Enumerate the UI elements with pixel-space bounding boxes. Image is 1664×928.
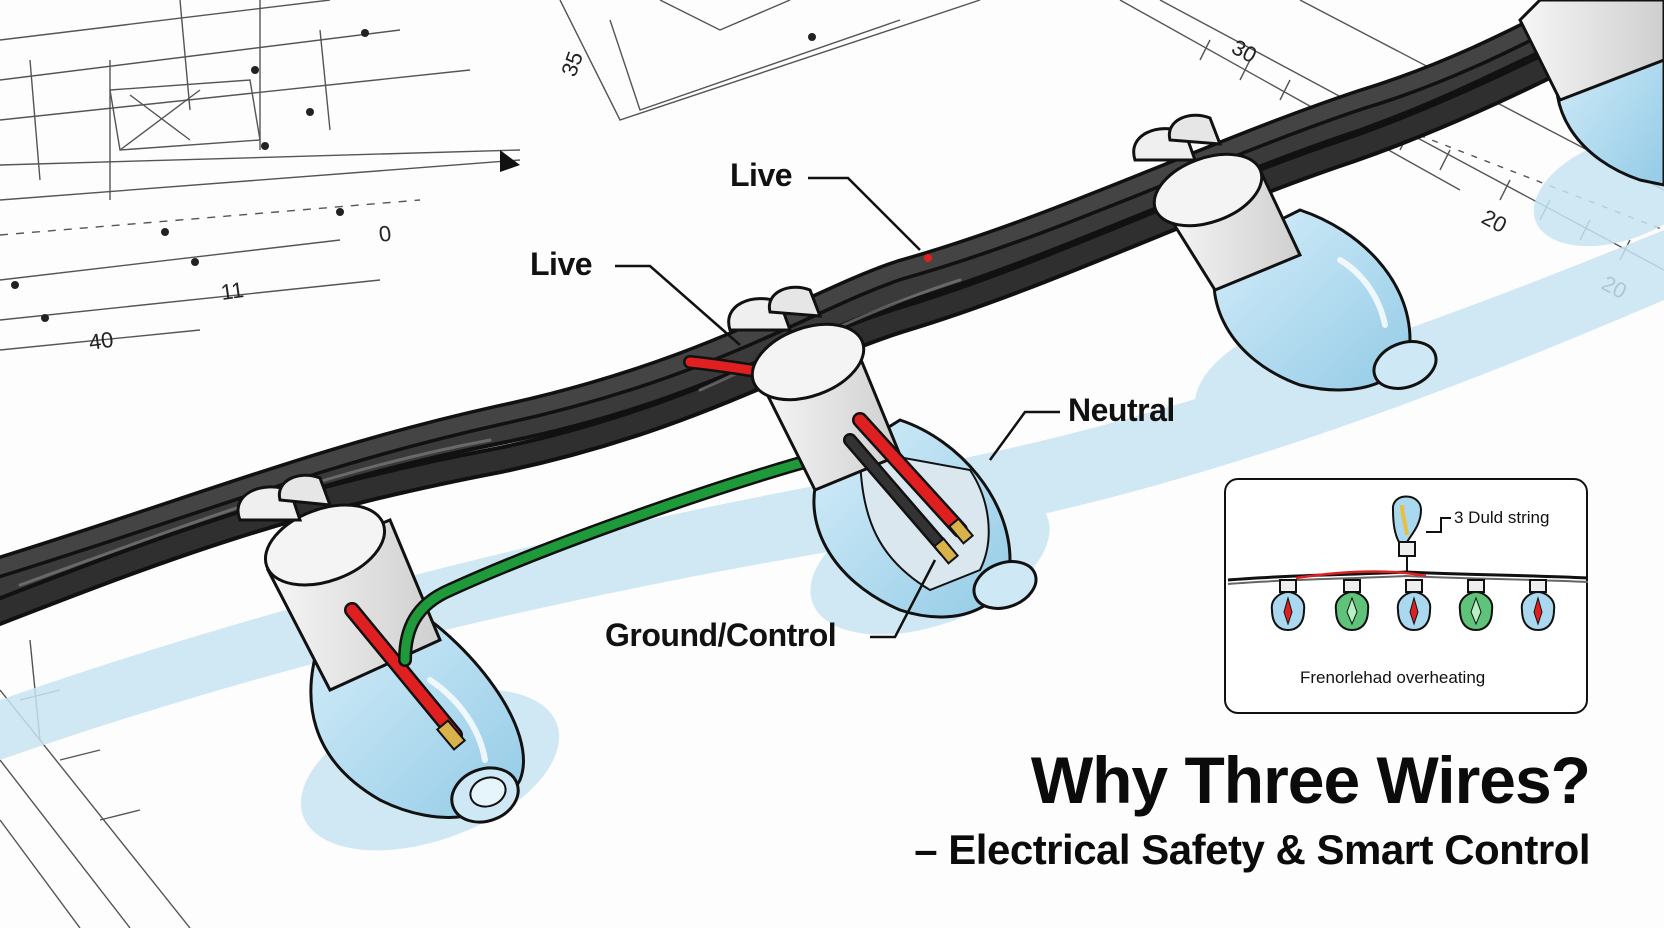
bulb-4-partial bbox=[1518, 0, 1664, 187]
label-ground-control: Ground/Control bbox=[605, 617, 837, 653]
blueprint-mark-20-a: 20 bbox=[1478, 204, 1511, 238]
bulb-1 bbox=[236, 473, 525, 824]
inset-bulb-row bbox=[1270, 579, 1556, 632]
label-neutral: Neutral bbox=[1068, 392, 1175, 428]
label-live-mid: Live bbox=[530, 246, 593, 282]
blueprint-dots-right bbox=[808, 33, 816, 41]
label-live-top: Live bbox=[730, 157, 793, 193]
inset-top-bulb bbox=[1391, 495, 1423, 572]
blueprint-mark-11: 11 bbox=[219, 277, 245, 305]
headline-title: Why Three Wires? bbox=[1030, 743, 1591, 817]
inset-string-illustration bbox=[1227, 495, 1589, 632]
blueprint-mark-0: 0 bbox=[377, 220, 393, 246]
bulb-3 bbox=[1132, 113, 1438, 392]
callout-leaders bbox=[615, 176, 1060, 639]
inset-leader bbox=[1426, 517, 1451, 533]
live-wire-dot bbox=[924, 254, 932, 262]
blueprint-mark-40: 40 bbox=[87, 327, 115, 355]
inset-panel-bulb-string: 3 Duld string Frenorlehad overheating bbox=[1224, 478, 1589, 714]
blueprint-dots-left bbox=[11, 29, 369, 322]
bulb-2-cutaway bbox=[727, 285, 1038, 619]
blueprint-drawing-left bbox=[0, 0, 521, 351]
blueprint-mark-35: 35 bbox=[556, 48, 588, 80]
inset-caption: Frenorlehad overheating bbox=[1300, 668, 1486, 687]
blueprint-arrow-marker bbox=[500, 150, 520, 172]
inset-label: 3 Duld string bbox=[1454, 508, 1550, 527]
headline-subtitle: – Electrical Safety & Smart Control bbox=[914, 826, 1590, 873]
ground-control-wire-core bbox=[400, 440, 875, 665]
